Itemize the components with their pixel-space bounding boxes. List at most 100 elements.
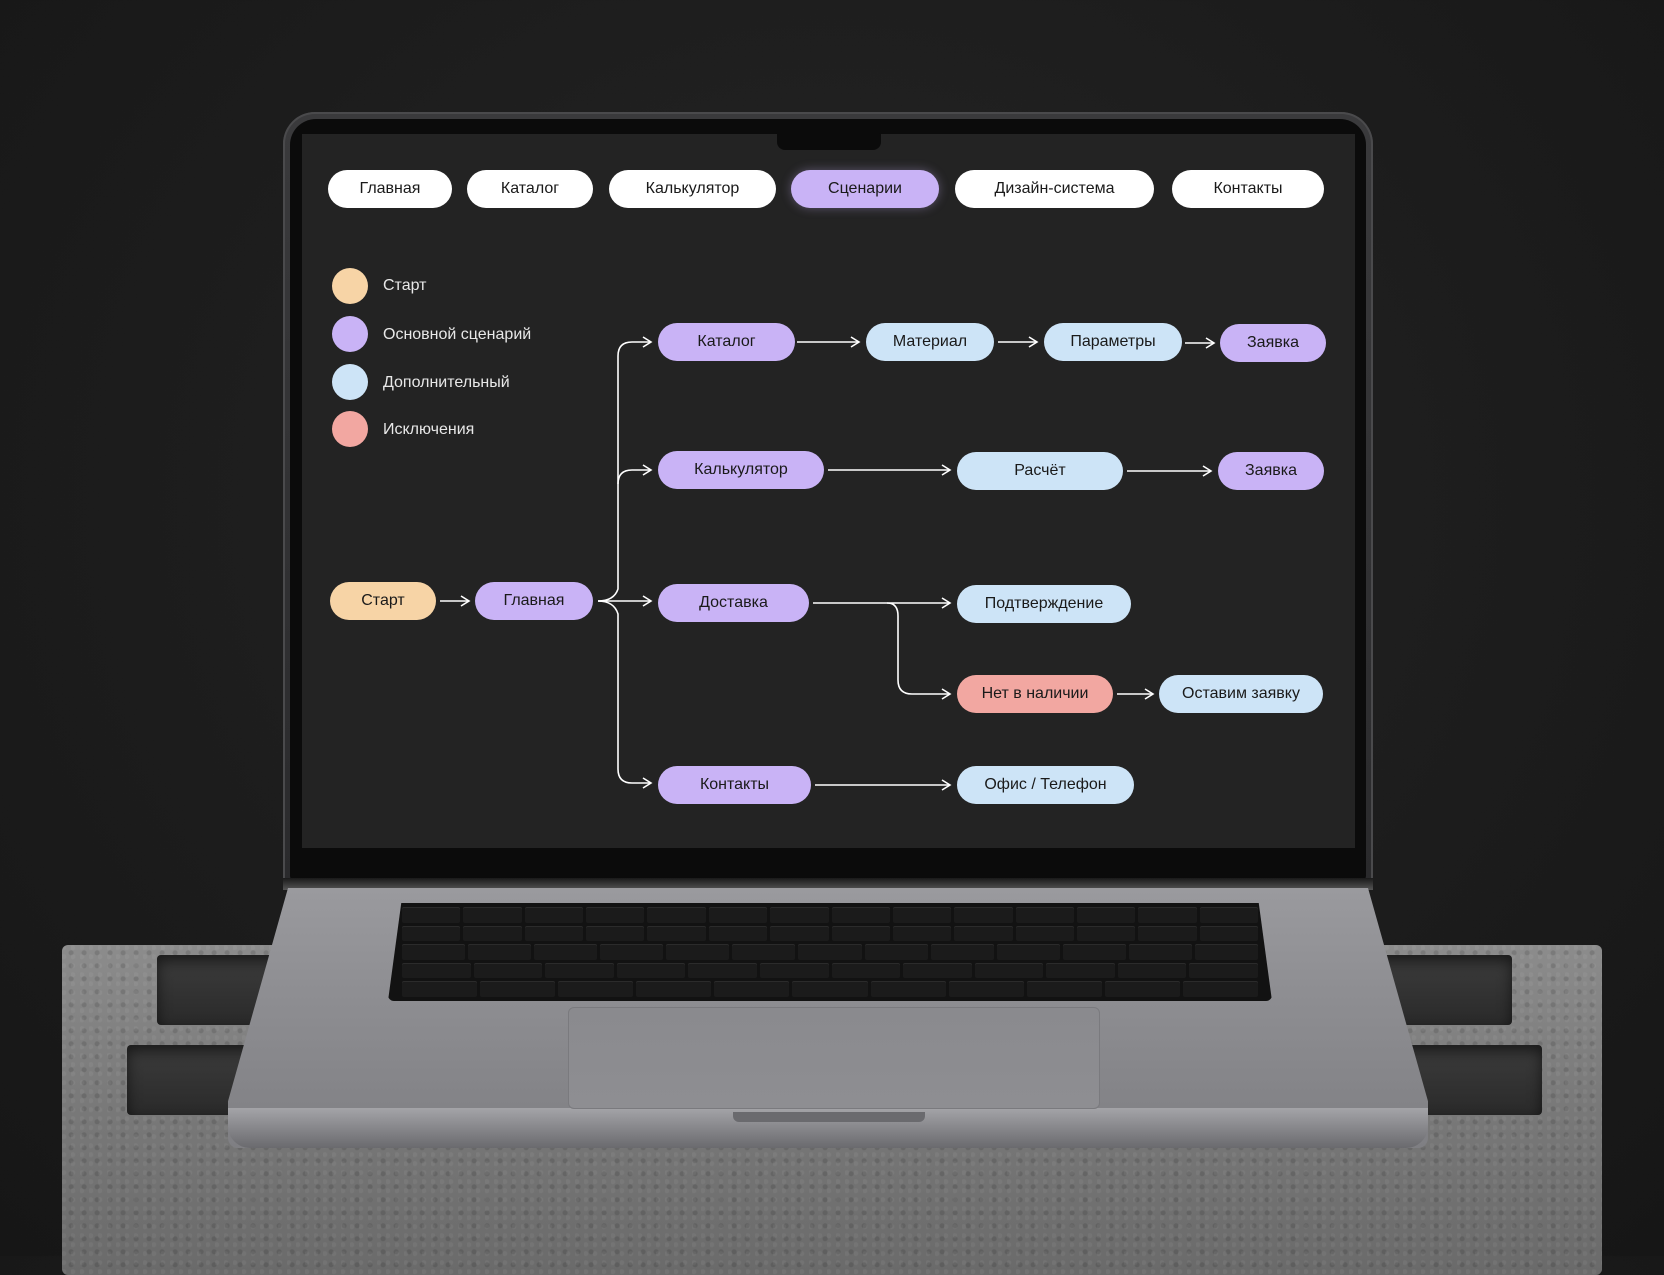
node-start[interactable]: Старт <box>330 582 436 620</box>
keyboard-key <box>708 925 768 942</box>
keyboard-key <box>1117 962 1187 979</box>
keyboard-key <box>402 962 471 979</box>
edge-home-branch <box>597 336 653 602</box>
legend-dot-extra <box>332 364 368 400</box>
nav-item-design-system[interactable]: Дизайн-система <box>955 170 1154 208</box>
node-request-1[interactable]: Заявка <box>1220 324 1326 362</box>
laptop-hinge <box>283 878 1373 890</box>
keyboard-key <box>647 907 706 923</box>
legend-dot-exception <box>332 411 368 447</box>
keyboard-row <box>402 944 1258 960</box>
edge-home-contacts <box>597 600 653 789</box>
keyboard-key <box>714 981 790 997</box>
nav-item-scenarios[interactable]: Сценарии <box>791 170 939 208</box>
screen: Главная Каталог Калькулятор Сценарии Диз… <box>302 134 1355 848</box>
keyboard-key <box>402 981 478 997</box>
keyboard-key <box>480 981 556 997</box>
keyboard-key <box>463 925 522 942</box>
node-contacts[interactable]: Контакты <box>658 766 811 804</box>
keyboard-key <box>1046 962 1115 979</box>
keyboard-key <box>1026 981 1102 997</box>
keyboard-key <box>732 944 796 960</box>
keyboard-key <box>586 907 645 923</box>
keyboard-row <box>402 962 1258 979</box>
keyboard-key <box>1015 925 1074 942</box>
keyboard-key <box>647 925 706 942</box>
nav-item-contacts[interactable]: Контакты <box>1172 170 1324 208</box>
keyboard-key <box>1182 981 1258 997</box>
nav-item-home[interactable]: Главная <box>328 170 452 208</box>
opening-notch <box>733 1112 925 1122</box>
keyboard-key <box>402 944 466 960</box>
keyboard-key <box>558 981 634 997</box>
keyboard-key <box>1062 944 1126 960</box>
keyboard-key <box>864 944 928 960</box>
keyboard-key <box>974 962 1044 979</box>
keyboard-key <box>792 981 868 997</box>
node-request-2[interactable]: Заявка <box>1218 452 1324 490</box>
keyboard-key <box>770 907 829 923</box>
keyboard-key <box>930 944 994 960</box>
node-leave-request[interactable]: Оставим заявку <box>1159 675 1323 713</box>
node-delivery[interactable]: Доставка <box>658 584 809 622</box>
keyboard-key <box>1194 944 1258 960</box>
legend-dot-main <box>332 316 368 352</box>
legend-label-extra: Дополнительный <box>383 374 510 391</box>
keyboard-key <box>831 962 901 979</box>
node-confirmation[interactable]: Подтверждение <box>957 585 1131 623</box>
keyboard-row <box>402 981 1258 997</box>
edge-delivery-outofstock <box>886 602 952 700</box>
keyboard-key <box>708 907 768 923</box>
keyboard-key <box>831 925 890 942</box>
keyboard-key <box>545 962 614 979</box>
node-calculation[interactable]: Расчёт <box>957 452 1123 490</box>
keyboard-key <box>524 925 584 942</box>
keyboard-key <box>770 925 829 942</box>
keyboard-key <box>996 944 1060 960</box>
keyboard-key <box>948 981 1024 997</box>
keyboard-row <box>402 925 1258 942</box>
keyboard-key <box>636 981 712 997</box>
keyboard-key <box>798 944 862 960</box>
node-catalog[interactable]: Каталог <box>658 323 795 361</box>
node-out-of-stock[interactable]: Нет в наличии <box>957 675 1113 713</box>
nav-item-calculator[interactable]: Калькулятор <box>609 170 776 208</box>
keyboard-key <box>892 907 952 923</box>
keyboard-key <box>402 907 461 923</box>
screen-notch <box>777 134 881 150</box>
flow-edges <box>440 336 1216 791</box>
node-material[interactable]: Материал <box>866 323 994 361</box>
keyboard-key <box>1138 907 1197 923</box>
legend-dot-start <box>332 268 368 304</box>
keyboard-key <box>759 962 829 979</box>
keyboard-key <box>616 962 686 979</box>
node-home[interactable]: Главная <box>475 582 593 620</box>
keyboard-row <box>402 907 1258 923</box>
keyboard-key <box>1128 944 1192 960</box>
nav-item-catalog[interactable]: Каталог <box>467 170 593 208</box>
node-params[interactable]: Параметры <box>1044 323 1182 361</box>
keyboard-key <box>1199 925 1258 942</box>
keyboard-key <box>688 962 757 979</box>
legend-label-exception: Исключения <box>383 421 475 438</box>
keyboard-key <box>954 907 1013 923</box>
keyboard-key <box>954 925 1013 942</box>
edge-home-calc <box>617 464 653 485</box>
keyboard-key <box>831 907 890 923</box>
keyboard-key <box>534 944 598 960</box>
keyboard-key <box>402 925 461 942</box>
keyboard-key <box>586 925 645 942</box>
keyboard-key <box>1076 907 1136 923</box>
legend-label-start: Старт <box>383 277 427 294</box>
node-office-phone[interactable]: Офис / Телефон <box>957 766 1134 804</box>
keyboard-key <box>1015 907 1074 923</box>
node-calculator[interactable]: Калькулятор <box>658 451 824 489</box>
keyboard-key <box>463 907 522 923</box>
trackpad <box>568 1007 1100 1109</box>
keyboard-key <box>600 944 664 960</box>
keyboard-key <box>468 944 532 960</box>
keyboard-key <box>870 981 946 997</box>
keyboard-key <box>1189 962 1258 979</box>
keyboard-key <box>903 962 972 979</box>
keyboard-key <box>1199 907 1258 923</box>
